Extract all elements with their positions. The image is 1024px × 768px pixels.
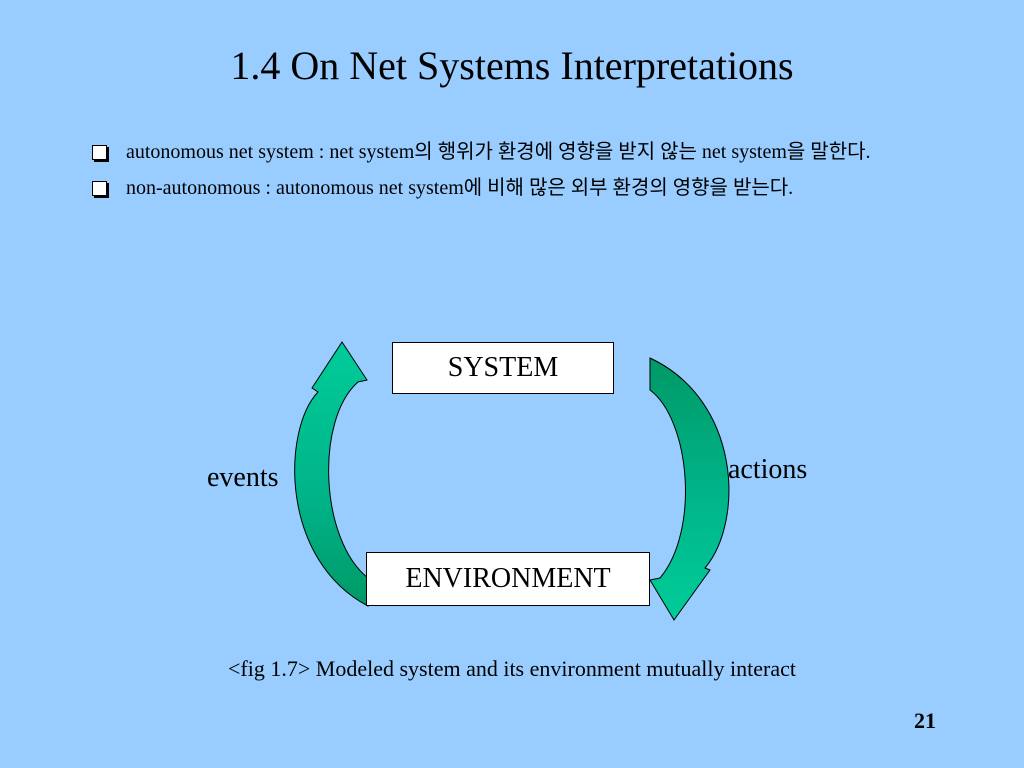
actions-arrow-icon: [649, 357, 730, 621]
slide-title: 1.4 On Net Systems Interpretations: [230, 43, 794, 88]
square-bullet-icon: [92, 145, 107, 160]
bullet-item: non-autonomous : autonomous net system에 …: [90, 173, 940, 203]
page-number: 21: [914, 708, 936, 733]
figure-caption: <fig 1.7> Modeled system and its environ…: [228, 656, 796, 681]
bullet-text: autonomous net system : net system의 행위가 …: [126, 141, 871, 163]
bullet-list: autonomous net system : net system의 행위가 …: [90, 137, 940, 209]
square-bullet-icon: [92, 181, 107, 196]
bullet-item: autonomous net system : net system의 행위가 …: [90, 137, 940, 167]
actions-label: actions: [728, 454, 808, 485]
bullet-text: non-autonomous : autonomous net system에 …: [126, 177, 794, 199]
environment-box: ENVIRONMENT: [366, 552, 650, 606]
system-box: SYSTEM: [392, 342, 614, 394]
events-arrow-icon: [294, 341, 369, 607]
events-label: events: [207, 462, 279, 493]
